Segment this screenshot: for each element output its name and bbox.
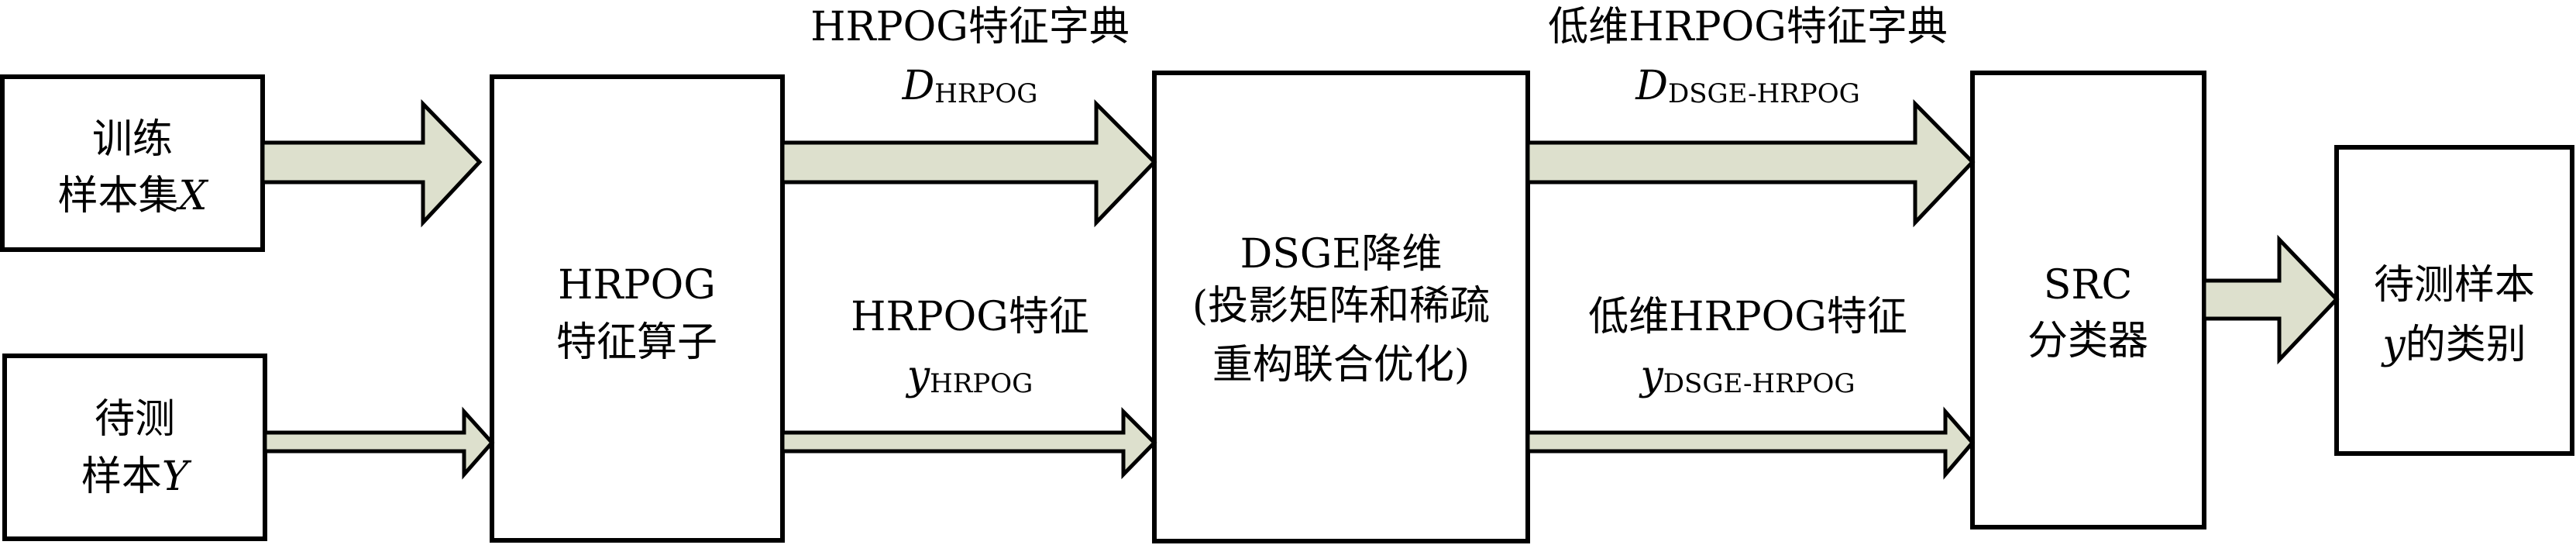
hrpog-box-line2: 特征算子 xyxy=(556,319,717,366)
dsge-box-line3: 重构联合优化) xyxy=(1212,342,1470,388)
hrpog-feat-sym: y xyxy=(906,353,930,399)
dsge-dict-sym: D xyxy=(1635,63,1668,109)
arrow-test-to-hrpog xyxy=(263,406,495,480)
hrpog-feat-title: HRPOG特征 xyxy=(851,294,1089,340)
result-class-box xyxy=(2334,145,2574,456)
arrow-dsge-feat-to-src xyxy=(1525,406,1976,480)
src-box-line1: SRC xyxy=(2044,262,2133,309)
hrpog-operator-box xyxy=(490,74,785,543)
test-samples-box xyxy=(2,354,267,541)
hrpog-box-line1: HRPOG xyxy=(558,262,716,309)
dsge-box-line2: (投影矩阵和稀疏 xyxy=(1192,283,1490,329)
dsge-dict-symbol: DDSGE-HRPOG xyxy=(1635,63,1860,109)
src-box-line2: 分类器 xyxy=(2027,318,2148,364)
arrow-hrpog-feat-to-dsge xyxy=(780,406,1157,480)
hrpog-dict-sym: D xyxy=(902,63,935,109)
arrow-training-to-hrpog xyxy=(260,98,483,228)
dsge-dict-sub: DSGE-HRPOG xyxy=(1668,78,1860,109)
dsge-feat-symbol: yDSGE-HRPOG xyxy=(1639,353,1855,399)
training-var: X xyxy=(175,173,208,219)
test-label-text: 样本 xyxy=(81,454,162,500)
src-classifier-box xyxy=(1970,71,2206,529)
result-label-text: 的类别 xyxy=(2406,322,2526,368)
training-label-line1: 训练 xyxy=(92,116,173,163)
training-label-line2: 样本集X xyxy=(57,173,208,219)
test-label-line1: 待测 xyxy=(95,396,175,443)
dsge-reduction-box xyxy=(1152,71,1530,543)
hrpog-dict-title: HRPOG特征字典 xyxy=(810,4,1130,50)
arrow-dsge-dict-to-src xyxy=(1525,98,1976,228)
test-label-line2: 样本Y xyxy=(81,454,192,500)
arrow-src-to-result xyxy=(2202,234,2340,365)
arrow-hrpog-dict-to-dsge xyxy=(780,98,1157,228)
hrpog-feat-sub: HRPOG xyxy=(930,368,1033,399)
dsge-feat-sub: DSGE-HRPOG xyxy=(1663,368,1855,399)
hrpog-dict-symbol: DHRPOG xyxy=(902,63,1038,109)
hrpog-feat-symbol: yHRPOG xyxy=(906,353,1033,399)
hrpog-dict-sub: HRPOG xyxy=(934,78,1037,109)
training-samples-box xyxy=(0,74,265,252)
result-box-line2: y的类别 xyxy=(2381,322,2526,368)
result-var: y xyxy=(2381,322,2406,368)
test-var: Y xyxy=(162,454,192,500)
training-label-text: 样本集 xyxy=(57,173,178,219)
result-box-line1: 待测样本 xyxy=(2374,262,2535,309)
dsge-box-line1: DSGE降维 xyxy=(1240,231,1443,278)
dsge-dict-title: 低维HRPOG特征字典 xyxy=(1548,4,1948,50)
dsge-feat-title: 低维HRPOG特征 xyxy=(1588,294,1907,340)
dsge-feat-sym: y xyxy=(1639,353,1663,399)
